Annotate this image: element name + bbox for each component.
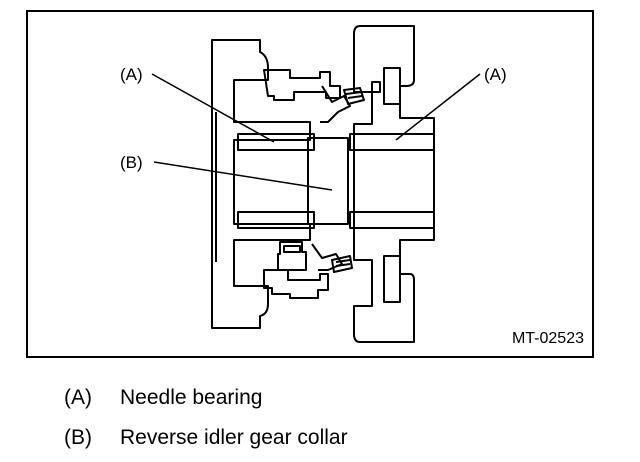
legend-text: Reverse idler gear collar (120, 426, 348, 449)
callout-b: (B) (120, 153, 143, 172)
right-gear-body (353, 25, 435, 343)
callout-a-left: (A) (120, 65, 143, 84)
gear-assembly-diagram: (A) (A) (B) MT-02523 (26, 10, 594, 358)
gear-cross-section (151, 25, 481, 343)
needle-bearing-upper-right (349, 133, 435, 151)
left-gear-body (211, 39, 311, 329)
lower-hatch-block (331, 255, 353, 273)
needle-bearing-lower-right (349, 211, 435, 229)
leader-b (153, 161, 333, 191)
idler-gear-collar (307, 137, 349, 225)
lower-detent-block (277, 241, 307, 271)
upper-hatch-block (343, 87, 365, 105)
leader-a-left (151, 73, 275, 143)
upper-shift-fork-link (320, 85, 351, 123)
right-gear-hub-step (383, 255, 401, 303)
legend-key: (B) (64, 426, 92, 449)
needle-bearing-lower-left (237, 211, 315, 229)
lower-shift-fork (263, 269, 329, 299)
needle-bearing-upper-left (237, 133, 315, 151)
callout-a-right: (A) (484, 65, 507, 84)
figure-id: MT-02523 (511, 330, 584, 347)
legend-item-b: (B) Reverse idler gear collar (64, 426, 348, 450)
leader-a-right (395, 73, 481, 141)
legend-text: Needle bearing (120, 386, 263, 409)
upper-pin (371, 81, 381, 93)
legend-item-a: (A) Needle bearing (64, 386, 262, 410)
right-gear-hub-step-top (383, 67, 401, 105)
legend-key: (A) (64, 386, 92, 409)
